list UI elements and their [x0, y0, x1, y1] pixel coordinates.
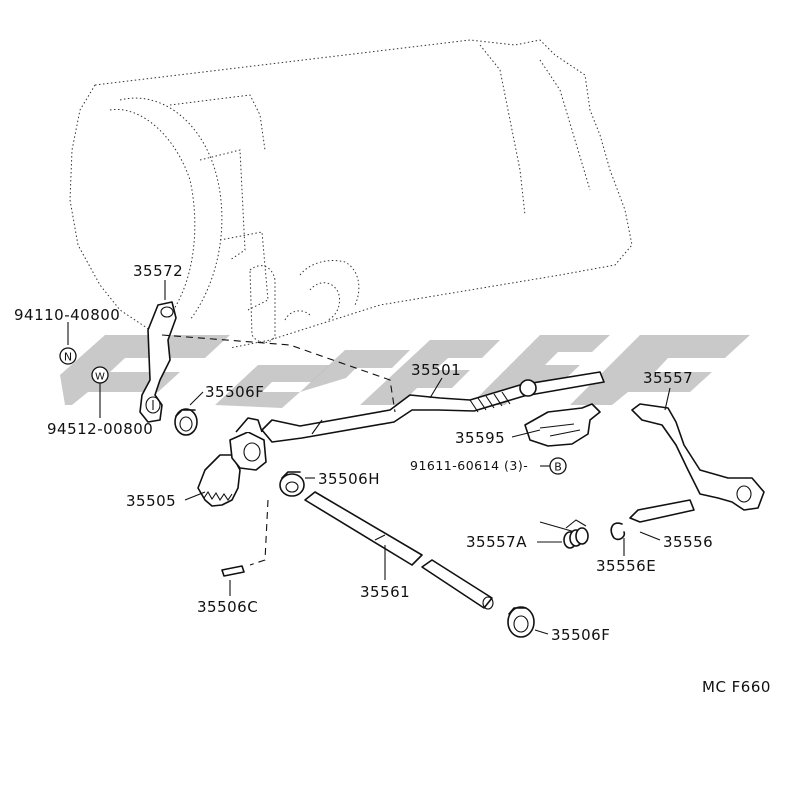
control-rod-35501	[261, 371, 605, 443]
spring-35557a	[539, 519, 589, 549]
leader-lines	[67, 280, 671, 635]
symbol-w: W	[91, 366, 109, 384]
oil-seal-upper	[174, 408, 198, 436]
bushing-35506h	[279, 471, 305, 497]
figure-code: MC F660	[702, 678, 771, 696]
pin-35506c	[221, 565, 245, 577]
bracket-35595	[524, 403, 601, 447]
label-35501: 35501	[411, 361, 461, 379]
svg-text:N: N	[64, 351, 72, 364]
svg-text:B: B	[554, 461, 562, 474]
label-35556e: 35556E	[596, 557, 656, 575]
symbol-n: N	[59, 347, 77, 365]
label-94512-00800: 94512-00800	[47, 420, 153, 438]
label-35557: 35557	[643, 369, 693, 387]
label-35556: 35556	[663, 533, 713, 551]
assembly-lines	[161, 334, 396, 566]
detent-plate-35505	[197, 417, 267, 507]
watermark-logo	[60, 335, 750, 408]
shaft-35561	[304, 491, 494, 610]
label-35506h: 35506H	[318, 470, 380, 488]
svg-text:W: W	[95, 372, 105, 383]
label-35595: 35595	[455, 429, 505, 447]
label-35561: 35561	[360, 583, 410, 601]
label-35506c: 35506C	[197, 598, 258, 616]
transmission-housing	[69, 39, 633, 349]
oil-seal-lower	[507, 606, 535, 638]
label-35557a: 35557A	[466, 533, 527, 551]
lever-35557	[631, 403, 765, 511]
e-ring-35556e	[610, 522, 626, 541]
label-35572: 35572	[133, 262, 183, 280]
label-35505: 35505	[126, 492, 176, 510]
bracket-35572	[139, 301, 177, 423]
label-35506f-lower: 35506F	[551, 626, 610, 644]
label-91611-60614: 91611-60614 (3)-	[410, 458, 528, 473]
label-35506f-upper: 35506F	[205, 383, 264, 401]
label-94110-40800: 94110-40800	[14, 306, 120, 324]
symbol-b: B	[549, 457, 567, 475]
pin-35556	[629, 499, 695, 523]
